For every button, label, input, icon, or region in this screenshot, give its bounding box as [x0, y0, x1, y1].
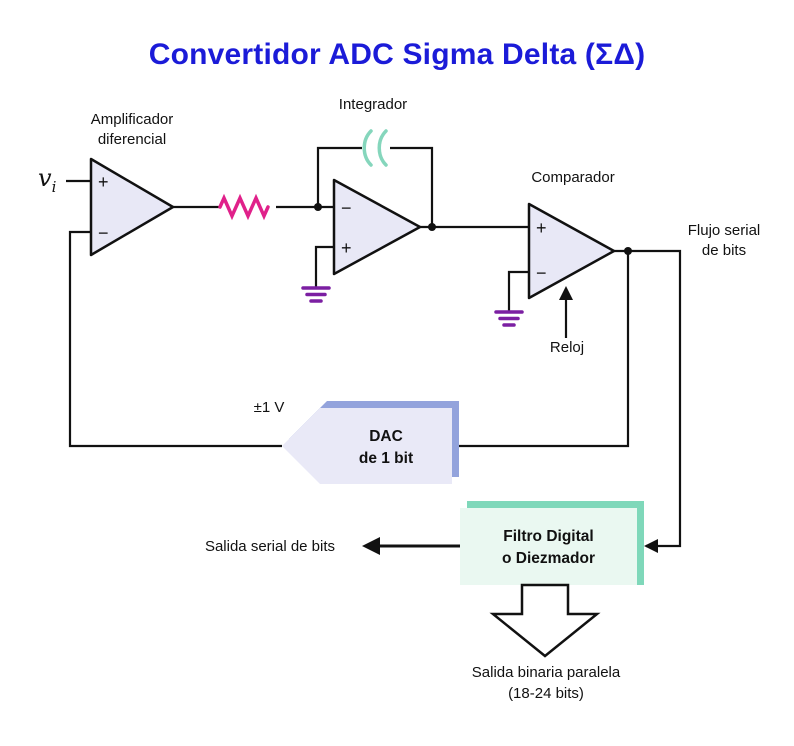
integrator-label: Integrador [338, 96, 408, 113]
diff-amp-label: Amplificador diferencial [90, 111, 174, 148]
wires [66, 146, 682, 548]
junction-dot [314, 203, 322, 211]
input-voltage-label: vi [38, 164, 57, 196]
diff-amp-minus-sign: − [98, 223, 109, 243]
capacitor-icon [362, 129, 388, 167]
dac-label: DAC de 1 bit [358, 428, 414, 467]
down-arrow-icon [489, 583, 601, 658]
comparator-opamp [527, 202, 616, 300]
wire-feedback-loop [68, 230, 282, 448]
integrator-opamp [332, 178, 422, 276]
comparator-label: Comparador [531, 169, 615, 186]
comparator-plus-sign: + [536, 218, 547, 238]
filter-label: Filtro Digital o Diezmador [501, 528, 595, 567]
filter-block [460, 501, 644, 585]
ground-icon [301, 286, 331, 303]
dac-voltage-label: ±1 V [253, 399, 285, 416]
serial-output-label: Salida serial de bits [204, 538, 336, 555]
resistor-icon [218, 193, 270, 221]
parallel-output-label: Salida binaria paralela (18-24 bits) [471, 664, 621, 702]
page-title: Convertidor ADC Sigma Delta (ΣΔ) [148, 38, 646, 71]
filter-body [460, 508, 637, 585]
wire-comparator-ground [507, 270, 529, 311]
integrator-plus-sign: + [341, 238, 352, 258]
wire-branch-to-dac [452, 251, 630, 448]
clock-label: Reloj [549, 339, 585, 356]
ground-icon [494, 310, 524, 327]
wire-integrator-ground [314, 245, 334, 287]
integrator-minus-sign: − [341, 198, 352, 218]
dac-body [282, 408, 452, 484]
dac-block [282, 401, 459, 484]
junction-dot [428, 223, 436, 231]
arrowhead-into-filter [644, 539, 658, 553]
diff-amp-opamp [89, 157, 175, 257]
arrowhead-serial-out [362, 537, 380, 555]
serial-flow-label: Flujo serial de bits [687, 222, 761, 259]
comparator-minus-sign: − [536, 263, 547, 283]
wire-comparator-out [614, 249, 682, 548]
arrowhead-clock [559, 286, 573, 300]
wire-cap-branch-left [316, 146, 362, 207]
wire-cap-branch-right [390, 146, 434, 227]
diff-amp-plus-sign: + [98, 172, 109, 192]
junction-dot [624, 247, 632, 255]
